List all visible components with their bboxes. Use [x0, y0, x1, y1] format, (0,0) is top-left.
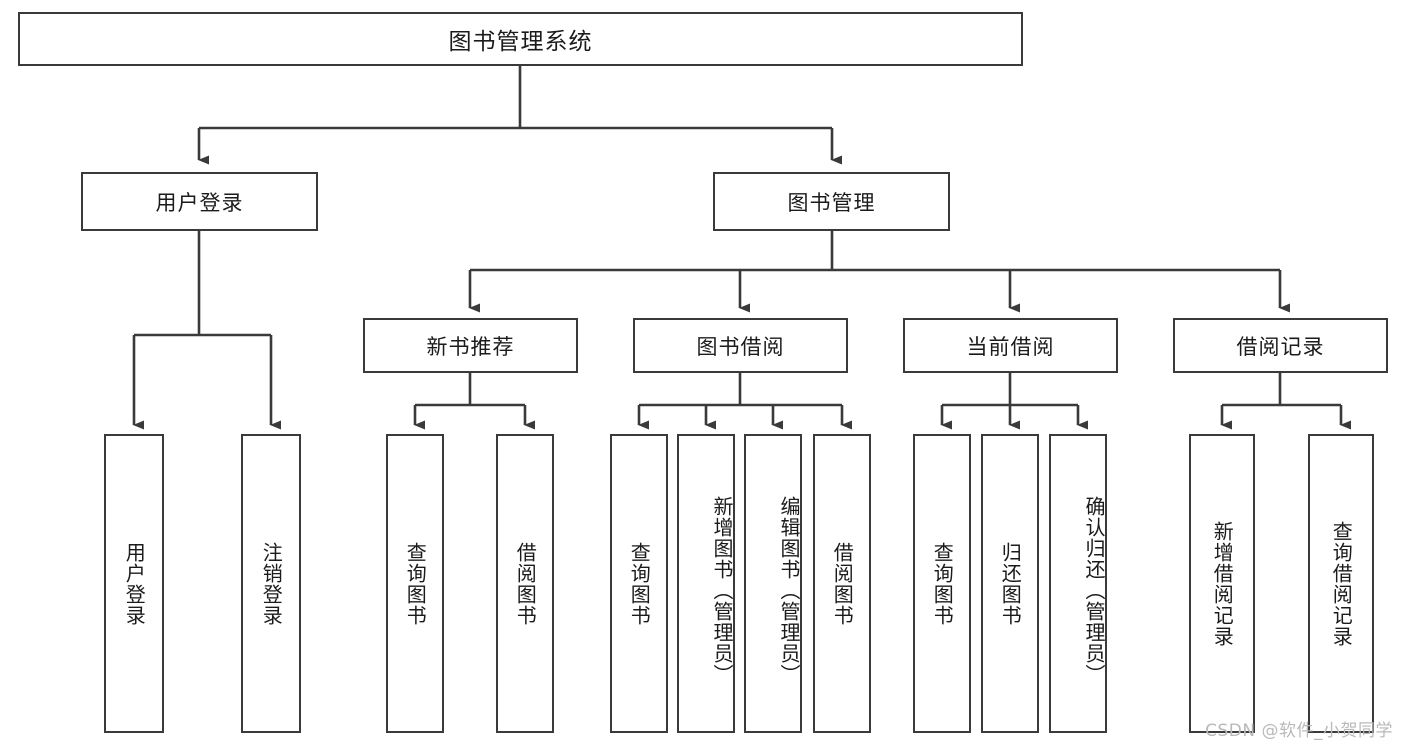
node-book-management[interactable]: 图书管理: [713, 172, 950, 231]
node-label: 查询图书: [627, 541, 652, 626]
node-book-borrow[interactable]: 图书借阅: [633, 318, 848, 373]
node-label: 编辑图书（管理员）: [777, 496, 801, 685]
node-label: 新增图书（管理员）: [710, 496, 734, 685]
leaf-current-query-book[interactable]: 查询图书: [913, 434, 971, 733]
leaf-current-return-book[interactable]: 归还图书: [981, 434, 1039, 733]
node-label: 图书管理系统: [448, 29, 593, 55]
leaf-new-book-query[interactable]: 查询图书: [386, 434, 444, 733]
node-label: 查询图书: [403, 541, 428, 626]
node-label: 用户登录: [155, 190, 244, 215]
node-label: 图书管理: [787, 190, 876, 215]
node-label: 查询图书: [930, 541, 955, 626]
node-label: 用户登录: [122, 541, 147, 626]
node-label: 图书借阅: [696, 334, 785, 359]
leaf-borrow-edit-book-admin[interactable]: 编辑图书（管理员）: [744, 434, 802, 733]
leaf-borrow-add-book-admin[interactable]: 新增图书（管理员）: [677, 434, 735, 733]
node-label: 当前借阅: [966, 334, 1055, 359]
node-label: 归还图书: [998, 541, 1023, 626]
node-label: 新增借阅记录: [1210, 520, 1235, 647]
leaf-user-login-signout[interactable]: 注销登录: [241, 434, 301, 733]
node-label: 查询借阅记录: [1329, 520, 1354, 647]
node-label: 借阅图书: [513, 541, 538, 626]
watermark-text: CSDN @软件_小贺同学: [1205, 721, 1393, 741]
leaf-user-login-signin[interactable]: 用户登录: [104, 434, 164, 733]
leaf-record-add-record[interactable]: 新增借阅记录: [1189, 434, 1255, 733]
node-root-book-management-system[interactable]: 图书管理系统: [18, 12, 1023, 66]
leaf-borrow-query-book[interactable]: 查询图书: [610, 434, 668, 733]
node-current-borrow[interactable]: 当前借阅: [903, 318, 1118, 373]
node-user-login[interactable]: 用户登录: [81, 172, 318, 231]
node-borrow-record[interactable]: 借阅记录: [1173, 318, 1388, 373]
node-new-book-recommend[interactable]: 新书推荐: [363, 318, 578, 373]
node-label: 注销登录: [259, 541, 284, 626]
leaf-current-confirm-return-admin[interactable]: 确认归还（管理员）: [1049, 434, 1107, 733]
leaf-record-query-record[interactable]: 查询借阅记录: [1308, 434, 1374, 733]
node-label: 借阅图书: [830, 541, 855, 626]
node-label: 借阅记录: [1236, 334, 1325, 359]
node-label: 确认归还（管理员）: [1082, 496, 1106, 685]
leaf-new-book-borrow[interactable]: 借阅图书: [496, 434, 554, 733]
node-label: 新书推荐: [426, 334, 515, 359]
leaf-borrow-borrow-book[interactable]: 借阅图书: [813, 434, 871, 733]
